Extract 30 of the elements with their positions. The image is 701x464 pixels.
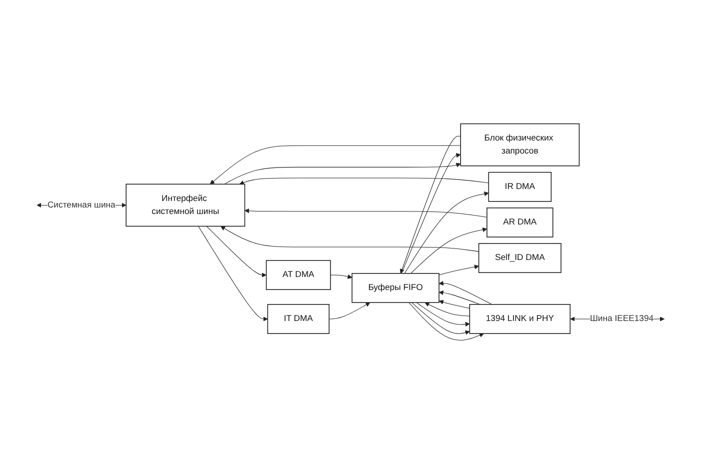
node-box: Блок физических запросов — [460, 123, 580, 166]
arrow — [438, 264, 480, 276]
node-box: AT DMA — [266, 260, 331, 290]
node-box: IR DMA — [488, 172, 552, 202]
arrow — [438, 290, 480, 305]
arrow — [408, 302, 484, 340]
arrow — [239, 178, 489, 185]
arrow — [198, 226, 268, 322]
node-box: Буферы FIFO — [352, 273, 440, 303]
arrow — [416, 302, 470, 327]
arrow — [206, 226, 267, 278]
arrow — [438, 280, 492, 305]
arrow — [224, 162, 461, 184]
arrow — [438, 300, 470, 309]
node-box: Self_ID DMA — [478, 243, 562, 274]
edge-label: Системная шина — [47, 200, 116, 210]
arrow — [410, 227, 488, 274]
arrow — [244, 208, 488, 218]
arrow — [330, 274, 352, 279]
edge-label: Шина IEEE1394 — [590, 314, 654, 324]
node-box: AR DMA — [486, 208, 554, 238]
arrow — [404, 192, 489, 274]
node-box: Интерфейс системной шины — [126, 184, 246, 227]
node-box: 1394 LINK и PHY — [469, 304, 571, 334]
node-box: IT DMA — [267, 304, 330, 334]
arrow — [220, 226, 480, 252]
arrow — [328, 302, 370, 320]
arrow — [210, 145, 461, 184]
arrow — [424, 302, 470, 316]
arrow — [412, 302, 470, 335]
